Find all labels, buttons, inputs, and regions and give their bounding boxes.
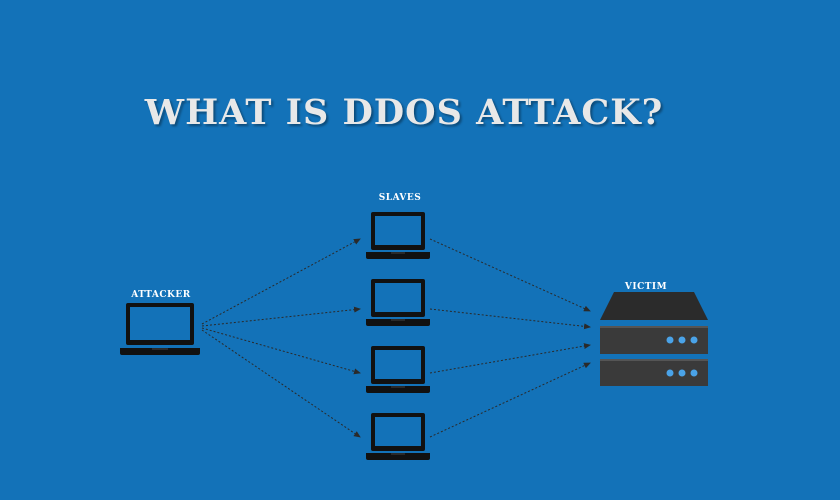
edge-slave-3-victim <box>429 343 591 374</box>
edges-slaves-to-victim <box>429 238 591 438</box>
attacker-laptop-icon <box>120 303 200 355</box>
slave-2-laptop-icon <box>366 279 430 326</box>
edge-attacker-slave-1 <box>201 238 361 325</box>
slave-3-laptop-icon <box>366 346 430 393</box>
page-title: WHAT IS DDOS ATTACK? <box>144 92 664 133</box>
slave-1-laptop-icon <box>366 212 430 259</box>
edge-attacker-slave-4 <box>201 329 361 438</box>
attacker-label: ATTACKER <box>131 290 191 300</box>
victim-label: VICTIM <box>624 282 668 292</box>
edge-attacker-slave-2 <box>201 306 361 327</box>
slaves-label: SLAVES <box>378 193 422 203</box>
victim-server-icon <box>600 292 708 386</box>
edge-slave-2-victim <box>429 308 591 330</box>
edge-attacker-slave-3 <box>201 327 361 375</box>
edge-slave-4-victim <box>429 362 591 438</box>
edge-slave-1-victim <box>429 238 591 312</box>
slave-4-laptop-icon <box>366 413 430 460</box>
edges-attacker-to-slaves <box>201 238 361 438</box>
